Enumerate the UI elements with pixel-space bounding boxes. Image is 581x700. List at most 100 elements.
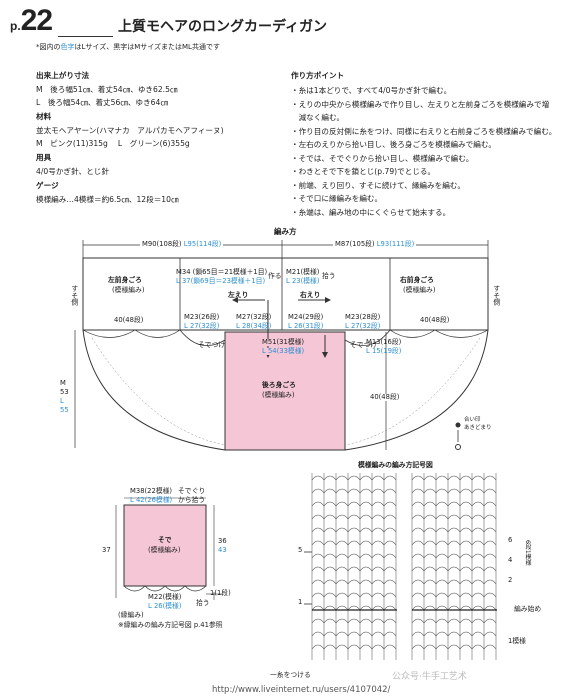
row-4-right: 4 bbox=[508, 556, 513, 564]
chart-chain-arch bbox=[483, 605, 497, 611]
chart-chain-arch bbox=[359, 644, 373, 650]
footnote: ※縁編みの編み方記号図 p.41参照 bbox=[118, 621, 223, 629]
chart-chain-arch bbox=[435, 605, 449, 611]
chart-chain-arch bbox=[423, 605, 437, 611]
gauge-heading: ゲージ bbox=[36, 181, 59, 190]
chart-chain-arch bbox=[347, 540, 361, 546]
chart-chain-arch bbox=[371, 631, 385, 637]
chart-chain-arch bbox=[459, 501, 473, 507]
chart-chain-arch bbox=[411, 644, 425, 650]
chart-chain-arch bbox=[323, 501, 337, 507]
chart-chain-arch bbox=[435, 579, 449, 585]
chart-chain-arch bbox=[311, 501, 325, 507]
page-number: p.22 bbox=[10, 4, 53, 37]
chart-chain-arch bbox=[323, 553, 337, 559]
chart-chain-arch bbox=[447, 566, 461, 572]
chart-chain-arch bbox=[459, 527, 473, 533]
chart-chain-arch bbox=[335, 553, 349, 559]
points-line: ・そで口に縁編みを編む。 bbox=[291, 194, 383, 203]
chart-chain-arch bbox=[323, 540, 337, 546]
chart-chain-arch bbox=[459, 514, 473, 520]
chart-chain-arch bbox=[311, 566, 325, 572]
chart-chain-arch bbox=[483, 514, 497, 520]
cuff-pick: 拾う bbox=[196, 599, 210, 607]
chart-chain-arch bbox=[323, 475, 337, 481]
motif-label: 1模様 bbox=[508, 637, 526, 645]
left-front-label: 左前身ごろ bbox=[108, 276, 142, 284]
chart-chain-arch bbox=[459, 605, 473, 611]
chart-chain-arch bbox=[483, 566, 497, 572]
chart-chain-arch bbox=[347, 553, 361, 559]
dim-l26: L 26(31段) bbox=[288, 322, 324, 330]
chart-chain-arch bbox=[335, 540, 349, 546]
chart-chain-arch bbox=[411, 605, 425, 611]
left-front-width: 40(48段) bbox=[114, 316, 144, 324]
chart-chain-arch bbox=[371, 592, 385, 598]
length-m: M bbox=[60, 379, 66, 387]
watermark-url: http://www.liveinternet.ru/users/4107042… bbox=[212, 685, 391, 695]
chart-chain-arch bbox=[383, 527, 397, 533]
start-label: 編み始め bbox=[514, 605, 542, 613]
sleeve-h43: 43 bbox=[218, 546, 227, 554]
back-width-l: L 54(33模様) bbox=[262, 347, 305, 355]
chart-chain-arch bbox=[347, 631, 361, 637]
gauge-line: 模様編み…4模様＝約6.5㎝、12段＝10㎝ bbox=[36, 195, 179, 204]
points-line: ・えりの中央から模様編みで作り目し、左えりと左前身ごろを模様編みで増 bbox=[291, 99, 550, 109]
chart-chain-arch bbox=[335, 475, 349, 481]
chart-chain-arch bbox=[311, 475, 325, 481]
chart-chain-arch bbox=[371, 566, 385, 572]
chart-chain-arch bbox=[459, 540, 473, 546]
hem-side-left: すそ側 bbox=[69, 285, 78, 306]
chart-chain-arch bbox=[311, 514, 325, 520]
chart-chain-arch bbox=[471, 592, 485, 598]
chart-chain-arch bbox=[435, 488, 449, 494]
chart-chain-arch bbox=[383, 514, 397, 520]
chart-chain-arch bbox=[383, 605, 397, 611]
dim-m23a: M23(26段) bbox=[184, 313, 220, 321]
left-front-sub: (模様編み) bbox=[112, 286, 145, 294]
right-front-label: 右前身ごろ bbox=[400, 276, 434, 284]
chart-chain-arch bbox=[311, 605, 325, 611]
chart-chain-arch bbox=[447, 501, 461, 507]
chart-chain-arch bbox=[459, 592, 473, 598]
chart-chain-arch bbox=[435, 514, 449, 520]
sleeve-sub: (模様編み) bbox=[148, 546, 181, 554]
chart-chain-arch bbox=[383, 592, 397, 598]
chart-chain-arch bbox=[371, 644, 385, 650]
front-panel-outline bbox=[82, 257, 489, 331]
chart-chain-arch bbox=[411, 488, 425, 494]
diagram-title: 編み方 bbox=[274, 227, 297, 236]
aimark-label: 合い印 bbox=[464, 417, 481, 423]
chart-chain-arch bbox=[311, 644, 325, 650]
points-column: 作り方ポイント ・糸は1本どりで、すべて4/0号かぎ針で編む。 ・えりの中央から… bbox=[291, 70, 576, 218]
chart-chain-arch bbox=[359, 540, 373, 546]
points-line: ・糸は1本どりで、すべて4/0号かぎ針で編む。 bbox=[291, 86, 452, 95]
chart-chain-arch bbox=[347, 475, 361, 481]
chart-chain-arch bbox=[411, 540, 425, 546]
chart-chain-arch bbox=[323, 618, 337, 624]
chart-chain-arch bbox=[447, 514, 461, 520]
chart-chain-arch bbox=[311, 527, 325, 533]
size-line-l: L 後ろ幅54㎝、着丈56㎝、ゆき64㎝ bbox=[36, 98, 168, 107]
cuff-l: L 26(模様) bbox=[148, 602, 182, 610]
sleeve-h1: 1(1段) bbox=[210, 589, 231, 597]
length-l: L bbox=[60, 397, 64, 405]
pick-note: 拾う bbox=[322, 272, 336, 280]
chart-chain-arch bbox=[335, 631, 349, 637]
watermark-brand: 公众号·牛手工艺术 bbox=[392, 672, 467, 682]
right-collar-label: 右えり bbox=[300, 291, 321, 299]
chart-chain-arch bbox=[435, 501, 449, 507]
chart-chain-arch bbox=[471, 618, 485, 624]
chart-chain-arch bbox=[371, 553, 385, 559]
chart-chain-arch bbox=[323, 605, 337, 611]
chart-chain-arch bbox=[371, 514, 385, 520]
sleeve-join-right: そでつけ bbox=[350, 341, 378, 349]
collar-cast-on-l: L 37(鎖69目＝23模様＋1目) bbox=[176, 277, 266, 285]
chart-chain-arch bbox=[323, 644, 337, 650]
tools-heading: 用具 bbox=[36, 153, 52, 162]
points-line: ・糸端は、編み地の中にくぐらせて始末する。 bbox=[291, 207, 451, 217]
chart-chain-arch bbox=[323, 566, 337, 572]
chart-chain-arch bbox=[471, 605, 485, 611]
chart-chain-arch bbox=[471, 566, 485, 572]
